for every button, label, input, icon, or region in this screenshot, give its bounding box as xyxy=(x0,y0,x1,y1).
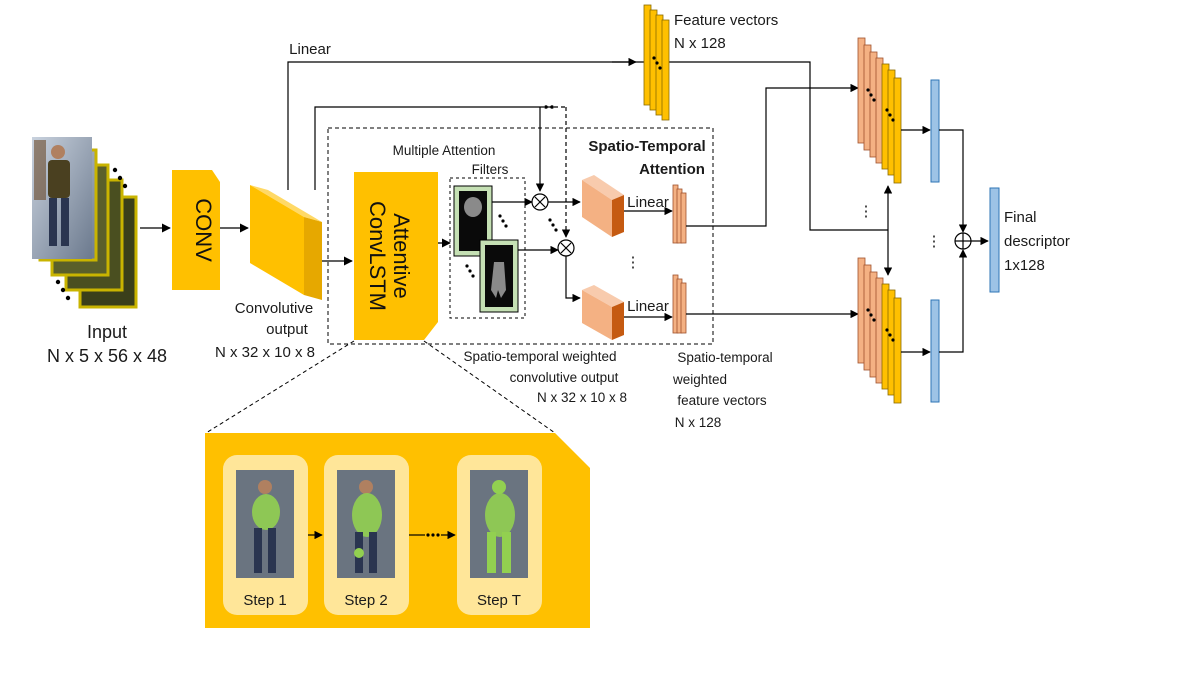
conv-label: CONV xyxy=(191,198,216,262)
filters-label-1: Multiple Attention xyxy=(393,143,496,158)
arrow-blue2-sum xyxy=(939,249,968,353)
convlstm-label-1: Attentive xyxy=(389,213,414,299)
sum-node xyxy=(954,232,972,250)
final-label-1: Final xyxy=(1004,209,1037,226)
weighted-vectors-1 xyxy=(672,184,687,244)
concat-stack-top xyxy=(857,37,902,184)
weighted-feat-dims: N x 128 xyxy=(675,415,722,430)
weighted-output-label-2: convolutive output xyxy=(510,370,619,385)
attention-filter-2 xyxy=(479,239,519,313)
arrow-vec1-stack xyxy=(686,83,859,227)
step-card-2 xyxy=(324,455,409,615)
weighted-cuboid-1 xyxy=(582,175,624,237)
conv-output-label-1: Convolutive xyxy=(235,300,313,317)
attention-title-2: Attention xyxy=(639,161,705,178)
step-label-2: Step 2 xyxy=(344,592,387,609)
weighted-output-label-1: Spatio-temporal weighted xyxy=(463,349,616,364)
step-card-1 xyxy=(223,455,308,615)
attention-title-1: Spatio-Temporal xyxy=(588,138,705,155)
blue-descriptor-top xyxy=(930,79,940,183)
feature-vectors-label: Feature vectors xyxy=(674,12,778,29)
weighted-feat-label-1: Spatio-temporal xyxy=(677,350,772,365)
attention-box xyxy=(327,127,714,345)
dots-between-stacks: ⋮ xyxy=(859,203,874,220)
feature-vectors-stack xyxy=(643,4,670,121)
zoom-line-right xyxy=(423,340,556,434)
input-dims: N x 5 x 56 x 48 xyxy=(47,346,167,366)
conv-output-dims: N x 32 x 10 x 8 xyxy=(215,344,315,361)
input-frame-stack xyxy=(32,137,138,309)
convlstm-block xyxy=(354,172,438,340)
weighted-cuboid-2 xyxy=(582,285,624,340)
weighted-vectors-2 xyxy=(672,274,687,334)
linear-b-label: Linear xyxy=(627,298,669,315)
weighted-feat-label-3: feature vectors xyxy=(677,393,767,408)
step-card-T xyxy=(457,455,542,615)
weighted-output-dims: N x 32 x 10 x 8 xyxy=(537,390,627,405)
concat-stack-bottom xyxy=(857,257,902,404)
linear-skip-line xyxy=(287,61,888,231)
conv-output-label-2: output xyxy=(266,321,309,338)
filters-box xyxy=(449,177,526,319)
conv-output-cuboid xyxy=(250,185,322,300)
arrow-blue1-sum xyxy=(939,129,968,233)
blue-descriptor-bottom xyxy=(930,299,940,403)
multiply-node-2 xyxy=(557,239,575,257)
weighted-feat-label-2: weighted xyxy=(672,372,727,387)
step-label-1: Step 1 xyxy=(243,592,286,609)
multiply-node-1 xyxy=(531,193,549,211)
input-person-image xyxy=(32,137,92,259)
final-dims: 1x128 xyxy=(1004,257,1045,274)
feature-vectors-dims: N x 128 xyxy=(674,35,726,52)
input-label: Input xyxy=(87,322,127,342)
final-label-2: descriptor xyxy=(1004,233,1070,250)
linear-a-label: Linear xyxy=(627,194,669,211)
filters-label-2: Filters xyxy=(472,162,509,177)
conv-block xyxy=(172,170,220,290)
arrow-mult2-cuboid xyxy=(565,256,581,303)
dots-between-blue: ⋮ xyxy=(927,233,942,250)
final-descriptor-bar xyxy=(989,187,1000,293)
linear-top-label: Linear xyxy=(289,41,331,58)
step-label-T: Step T xyxy=(477,592,521,609)
skip-to-mult-line xyxy=(314,106,540,190)
dots-between-cuboids: ⋮ xyxy=(626,254,641,271)
zoom-line-left xyxy=(205,340,355,434)
convlstm-label-2: ConvLSTM xyxy=(365,201,390,311)
